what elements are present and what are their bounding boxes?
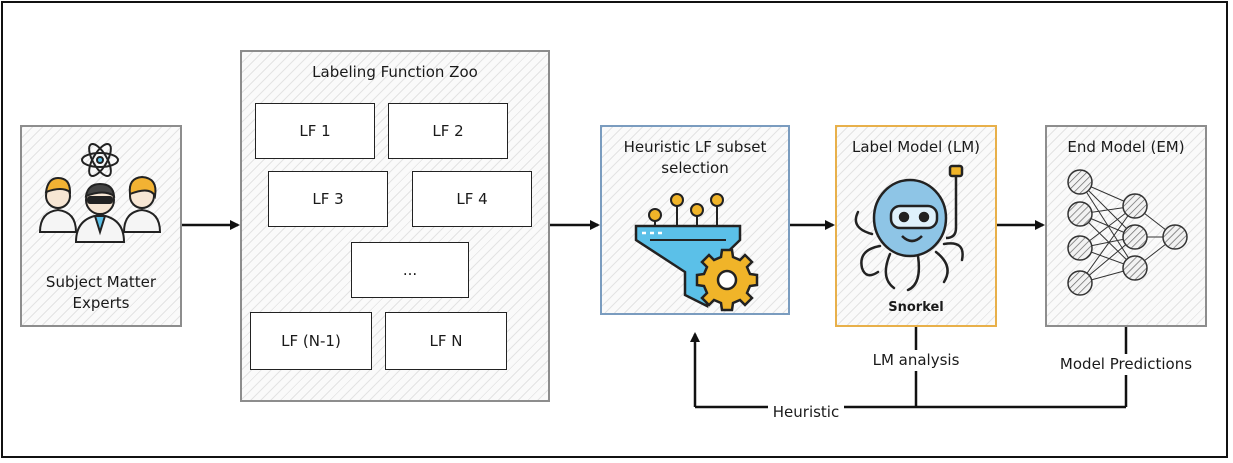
lf-box-4: LF 4 bbox=[412, 171, 532, 227]
lf-box-n: LF N bbox=[385, 312, 507, 370]
lf-box-ellipsis: ... bbox=[351, 242, 469, 298]
model-predictions-label: Model Predictions bbox=[1048, 354, 1204, 375]
end-model-title: End Model (EM) bbox=[1067, 138, 1185, 156]
lm-analysis-label: LM analysis bbox=[856, 350, 976, 371]
selection-title: Heuristic LF subset selection bbox=[623, 138, 767, 177]
lf-box-2: LF 2 bbox=[388, 103, 508, 159]
lf-box-3: LF 3 bbox=[268, 171, 388, 227]
snorkel-logo-text: Snorkel bbox=[888, 300, 944, 315]
label-model-title: Label Model (LM) bbox=[851, 138, 981, 156]
heuristic-feedback-label: Heuristic bbox=[768, 402, 844, 423]
lf-box-n-minus-1: LF (N-1) bbox=[250, 312, 372, 370]
lf-box-1: LF 1 bbox=[255, 103, 375, 159]
lf-zoo-title: Labeling Function Zoo bbox=[312, 63, 478, 81]
experts-label: Subject Matter Experts bbox=[45, 273, 157, 312]
